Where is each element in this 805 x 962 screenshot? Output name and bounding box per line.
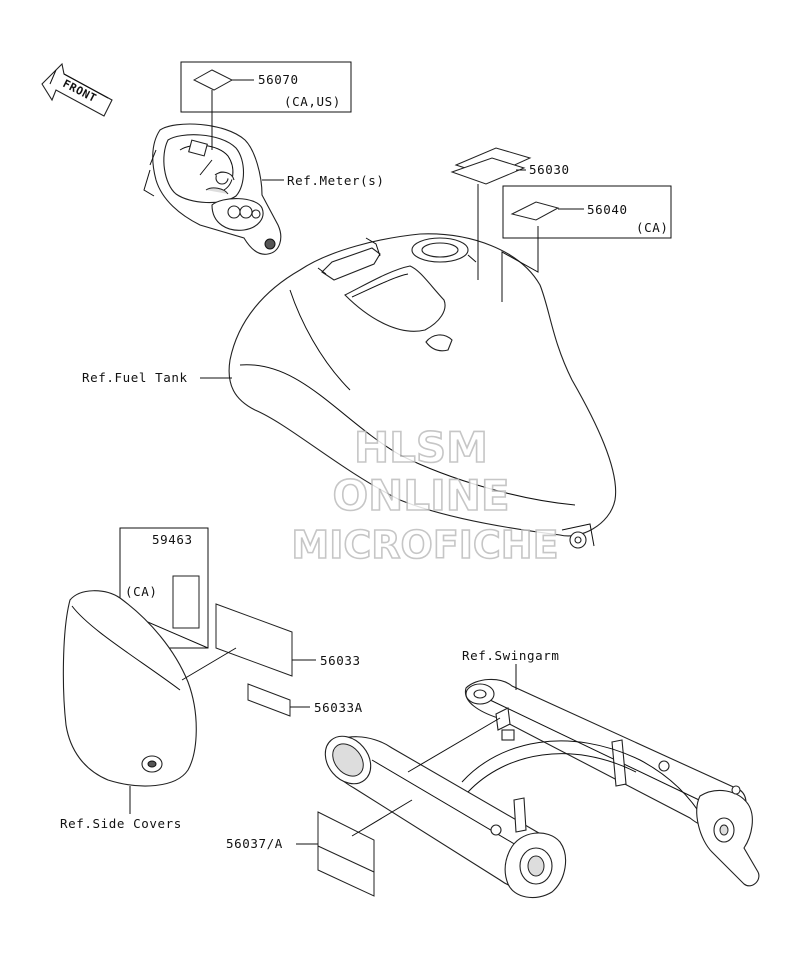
decal-56030-bottom [450, 157, 526, 185]
callout-56070: 56070 (CA,US) [180, 61, 352, 150]
part-number-56033: 56033 [320, 653, 361, 668]
callout-56040: 56040 (CA) [501, 185, 672, 302]
decal-59463 [172, 575, 200, 629]
callout-56033A: 56033A [247, 683, 363, 717]
part-number-56030: 56030 [529, 162, 570, 177]
ref-meter-label: Ref.Meter(s) [287, 173, 385, 188]
ref-side-covers-label: Ref.Side Covers [60, 816, 182, 831]
part-note-56040: (CA) [636, 220, 669, 235]
fuel-tank [228, 233, 617, 549]
swingarm [324, 678, 760, 899]
decal-56040 [510, 201, 560, 221]
decal-56037A-bottom [317, 845, 375, 897]
watermark-line-2: ONLINE [332, 471, 509, 520]
callout-56033: 56033 [181, 603, 361, 681]
ref-swingarm-label: Ref.Swingarm [462, 648, 560, 663]
watermark: HLSM ONLINE MICROFICHE [291, 422, 560, 568]
watermark-line-1: HLSM [354, 423, 488, 472]
callout-56030: 56030 [450, 147, 570, 280]
side-cover [62, 590, 197, 787]
part-note-56070: (CA,US) [284, 94, 341, 109]
callout-56037A: 56037/A [226, 799, 413, 897]
decal-56033A [247, 683, 291, 717]
watermark-line-3: MICROFICHE [291, 523, 558, 567]
part-note-59463: (CA) [125, 584, 158, 599]
decal-56070 [192, 69, 234, 91]
part-number-56070: 56070 [258, 72, 299, 87]
decal-56033 [215, 603, 293, 677]
part-number-59463: 59463 [152, 532, 193, 547]
meter-assembly [143, 123, 282, 255]
part-number-56040: 56040 [587, 202, 628, 217]
front-arrow: FRONT [41, 62, 113, 117]
ref-fuel-tank-label: Ref.Fuel Tank [82, 370, 188, 385]
part-number-56033A: 56033A [314, 700, 363, 715]
part-number-56037A: 56037/A [226, 836, 283, 851]
callout-59463: 59463 (CA) [119, 527, 209, 649]
